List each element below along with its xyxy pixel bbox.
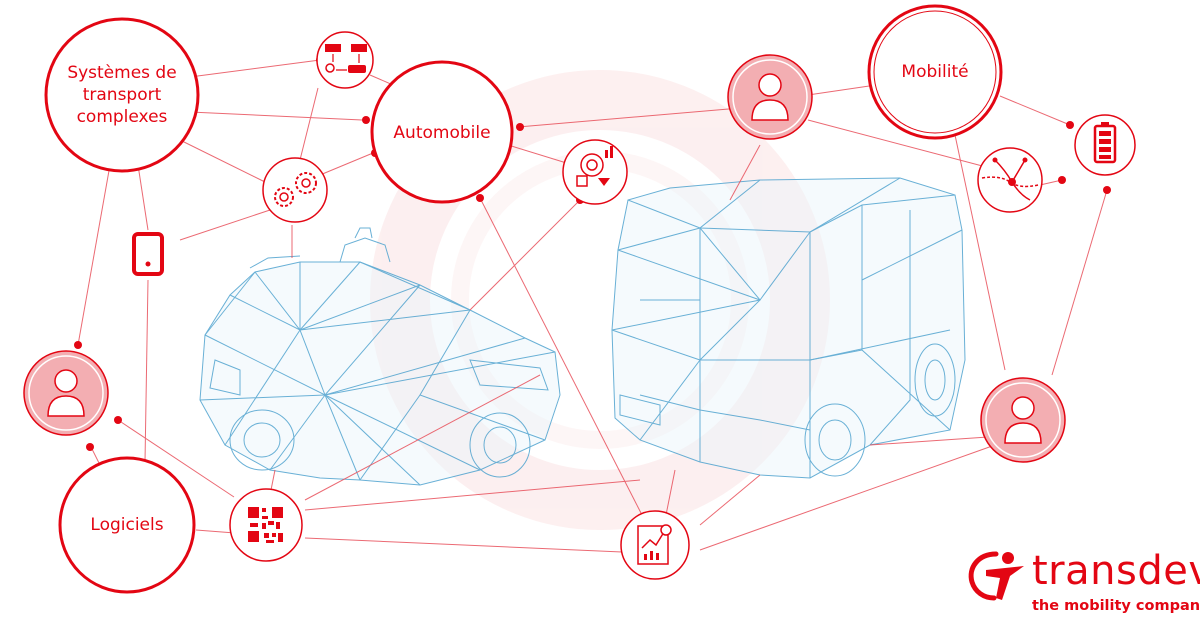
transdev-logo-mark	[968, 551, 1024, 601]
smartphone-icon	[132, 232, 164, 276]
person-icon	[980, 377, 1066, 463]
wireframe-shuttle	[611, 177, 966, 479]
large-node-circles	[44, 4, 1003, 594]
person-icon	[727, 54, 813, 140]
node-label-automobile: Automobile	[393, 122, 491, 143]
battery-icon	[1074, 114, 1136, 176]
transport-network-icon	[316, 31, 374, 89]
analytics-report-icon	[620, 510, 690, 580]
route-network-icon	[977, 147, 1043, 213]
person-icon	[23, 350, 109, 436]
strategy-target-icon	[562, 139, 628, 205]
gears-icon	[262, 157, 328, 223]
node-label-mobilite: Mobilité	[901, 61, 969, 82]
wireframe-car	[199, 227, 561, 486]
qr-code-icon	[229, 488, 303, 562]
node-label-logiciels: Logiciels	[90, 514, 164, 535]
node-label-systemes: Systèmes de transport complexes	[67, 62, 177, 128]
transdev-logo: transdev the mobility company	[966, 548, 1200, 618]
brand-name: transdev	[1032, 548, 1200, 594]
brand-tagline: the mobility company	[1032, 598, 1200, 614]
